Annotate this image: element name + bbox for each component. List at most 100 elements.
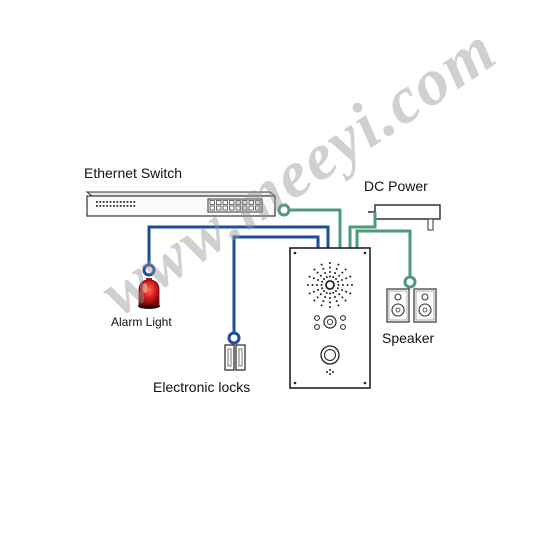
grille-hole xyxy=(322,290,325,293)
switch-port xyxy=(235,200,241,205)
switch-led xyxy=(126,205,129,207)
grille-hole xyxy=(341,279,344,282)
grille-hole xyxy=(330,287,333,290)
grille-hole xyxy=(341,296,344,299)
grille-hole xyxy=(329,275,331,278)
grille-hole xyxy=(345,290,348,293)
grille-hole xyxy=(312,277,315,280)
switch-led xyxy=(102,201,105,203)
ethernet-switch-label: Ethernet Switch xyxy=(84,165,183,181)
grille-hole xyxy=(332,276,335,279)
grille-hole xyxy=(336,280,339,283)
switch-led xyxy=(106,201,108,203)
grille-hole xyxy=(324,271,327,274)
speaker-icon xyxy=(386,288,437,323)
electronic-locks-label: Electronic locks xyxy=(153,379,251,395)
grille-hole xyxy=(316,271,319,274)
switch-port xyxy=(216,200,222,205)
switch-led xyxy=(116,201,119,203)
grille-hole xyxy=(308,275,311,278)
grille-hole xyxy=(329,266,331,269)
switch-led xyxy=(109,205,112,207)
grille-hole xyxy=(325,276,328,279)
grille-hole xyxy=(322,300,325,303)
grille-hole xyxy=(313,299,316,302)
grille-hole xyxy=(316,279,319,282)
switch-port xyxy=(229,205,235,211)
grille-hole xyxy=(335,277,338,280)
grille-hole xyxy=(322,277,325,280)
grille-hole xyxy=(325,291,328,294)
switch-port xyxy=(235,205,241,211)
grille-hole xyxy=(313,268,316,271)
switch-port xyxy=(209,205,215,211)
switch-led xyxy=(109,201,112,203)
grille-hole xyxy=(345,277,348,280)
grille-hole xyxy=(344,299,347,302)
grille-hole xyxy=(341,288,344,291)
grille-hole xyxy=(329,288,331,290)
grille-hole xyxy=(346,284,349,286)
grille-hole xyxy=(322,267,325,270)
intercom-panel-icon xyxy=(289,247,371,389)
ethernet-switch-icon xyxy=(85,191,277,217)
grille-hole xyxy=(335,290,338,293)
switch-led xyxy=(113,201,115,203)
alarm-light-label: Alarm Light xyxy=(111,315,172,329)
grille-hole xyxy=(316,288,319,291)
grille-hole xyxy=(320,263,323,266)
grille-hole xyxy=(321,287,324,290)
switch-port xyxy=(222,200,228,205)
grille-hole xyxy=(337,284,340,286)
grille-hole xyxy=(332,282,335,285)
switch-led xyxy=(133,205,136,207)
grille-hole xyxy=(333,271,336,274)
grille-hole xyxy=(329,292,331,295)
lock-connector xyxy=(227,331,241,345)
speaker-connector xyxy=(403,275,417,289)
switch-led xyxy=(99,205,102,207)
grille-hole xyxy=(320,284,323,286)
switch-led xyxy=(102,205,105,207)
switch-led xyxy=(123,201,125,203)
grille-hole xyxy=(336,287,339,290)
grille-hole xyxy=(329,271,331,273)
switch-led xyxy=(123,205,125,207)
switch-port xyxy=(229,200,235,205)
switch-led xyxy=(130,205,132,207)
switch-port xyxy=(222,205,228,211)
switch-led xyxy=(119,205,122,207)
switch-port xyxy=(255,205,261,211)
speaker-grille xyxy=(307,262,353,308)
switch-led xyxy=(96,201,98,203)
grille-hole xyxy=(344,268,347,271)
grille-hole xyxy=(319,293,322,296)
grille-hole xyxy=(332,291,335,294)
switch-port xyxy=(248,200,254,205)
electronic-lock-icon xyxy=(224,344,246,371)
switch-port xyxy=(242,205,248,211)
switch-led xyxy=(99,201,102,203)
grille-hole xyxy=(335,300,338,303)
grille-hole xyxy=(349,292,352,295)
grille-hole xyxy=(338,293,341,296)
speaker-label: Speaker xyxy=(382,330,435,346)
grille-hole xyxy=(329,297,331,299)
dc-power-label: DC Power xyxy=(364,178,428,194)
switch-led xyxy=(119,201,122,203)
alarm-light-icon xyxy=(138,278,160,309)
switch-led xyxy=(126,201,129,203)
switch-led xyxy=(116,205,119,207)
switch-port xyxy=(209,200,215,205)
grille-hole xyxy=(320,304,323,307)
grille-hole xyxy=(338,274,341,277)
grille-hole xyxy=(308,292,311,295)
grille-hole xyxy=(329,301,331,304)
switch-led xyxy=(106,205,108,207)
grille-hole xyxy=(337,263,340,266)
switch-port xyxy=(255,200,261,205)
grille-hole xyxy=(341,271,344,274)
switch-led xyxy=(96,205,98,207)
grille-hole xyxy=(337,304,340,307)
